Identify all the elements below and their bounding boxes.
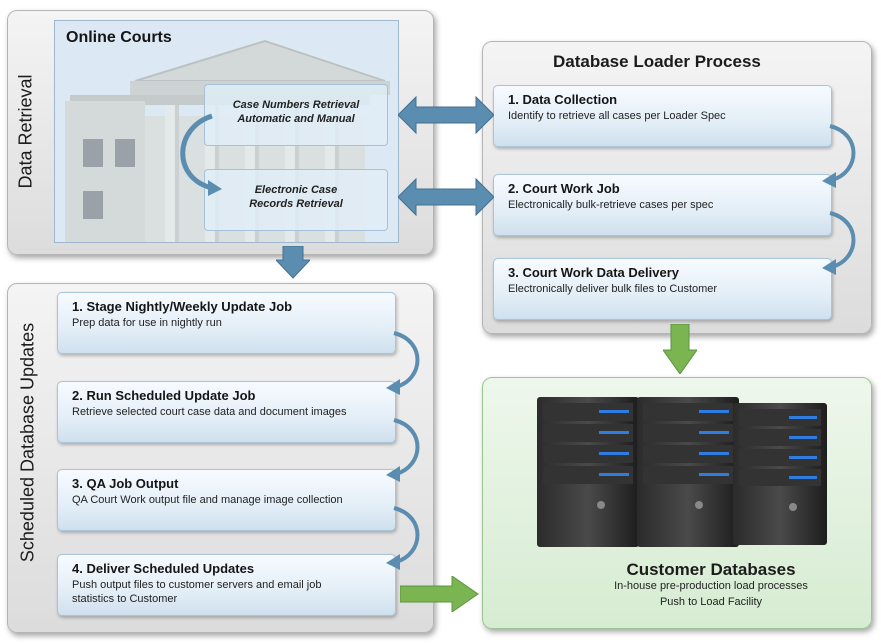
scheduled-curl-arrow-3 xyxy=(386,506,420,570)
loader-curl-arrow-1 xyxy=(822,124,856,188)
retrieval-curl-arrow xyxy=(180,113,222,196)
loader-step-title: 3. Court Work Data Delivery xyxy=(508,265,679,280)
scheduled-step-deliver: 4. Deliver Scheduled Updates Push output… xyxy=(57,554,396,616)
loader-step-title: 1. Data Collection xyxy=(508,92,618,107)
scheduled-step-title: 4. Deliver Scheduled Updates xyxy=(72,561,255,576)
scheduled-step-stage: 1. Stage Nightly/Weekly Update Job Prep … xyxy=(57,292,396,354)
scheduled-step-desc: Retrieve selected court case data and do… xyxy=(72,406,347,418)
scheduled-step-title: 1. Stage Nightly/Weekly Update Job xyxy=(72,299,293,314)
scheduled-curl-arrow-1 xyxy=(386,331,420,395)
down-arrow-to-customer xyxy=(663,324,697,374)
electronic-case-records-box: Electronic Case Records Retrieval xyxy=(204,169,388,231)
loader-step-data-delivery: 3. Court Work Data Delivery Electronical… xyxy=(493,258,832,320)
scheduled-step-desc: Prep data for use in nightly run xyxy=(72,317,222,329)
scheduled-step-run: 2. Run Scheduled Update Job Retrieve sel… xyxy=(57,381,396,443)
server-unit xyxy=(733,403,827,545)
scheduled-step-title: 3. QA Job Output xyxy=(72,476,179,491)
scheduled-curl-arrow-2 xyxy=(386,418,420,482)
online-courts-title: Online Courts xyxy=(66,29,172,46)
server-unit xyxy=(637,397,739,547)
loader-step-data-collection: 1. Data Collection Identify to retrieve … xyxy=(493,85,832,147)
customer-databases-line2: Push to Load Facility xyxy=(659,596,763,608)
customer-databases-title: Customer Databases xyxy=(626,560,796,579)
scheduled-step-desc: QA Court Work output file and manage ima… xyxy=(72,494,343,506)
case-numbers-line2: Automatic and Manual xyxy=(237,113,355,125)
database-loader-title: Database Loader Process xyxy=(553,52,761,71)
customer-databases-line1: In-house pre-production load processes xyxy=(614,580,808,592)
data-retrieval-label: Data Retrieval xyxy=(15,74,36,189)
scheduled-step-title: 2. Run Scheduled Update Job xyxy=(72,388,256,403)
loader-step-desc: Electronically bulk-retrieve cases per s… xyxy=(508,199,714,211)
scheduled-step-qa: 3. QA Job Output QA Court Work output fi… xyxy=(57,469,396,531)
scheduled-step-desc-line2: statistics to Customer xyxy=(72,593,178,605)
scheduled-step-desc-line1: Push output files to customer servers an… xyxy=(72,579,322,591)
down-arrow-to-scheduled xyxy=(276,246,310,279)
loader-step-court-work-job: 2. Court Work Job Electronically bulk-re… xyxy=(493,174,832,236)
case-numbers-retrieval-box: Case Numbers Retrieval Automatic and Man… xyxy=(204,84,388,146)
double-arrow-case-numbers xyxy=(398,95,494,135)
server-rack-illustration xyxy=(537,397,827,547)
right-arrow-to-customer xyxy=(400,576,479,612)
scheduled-updates-label: Scheduled Database Updates xyxy=(17,322,38,563)
server-unit xyxy=(537,397,639,547)
loader-curl-arrow-2 xyxy=(822,211,856,275)
case-numbers-line1: Case Numbers Retrieval xyxy=(232,99,360,111)
electronic-records-line1: Electronic Case xyxy=(254,184,338,196)
loader-step-desc: Identify to retrieve all cases per Loade… xyxy=(508,110,726,122)
loader-step-desc: Electronically deliver bulk files to Cus… xyxy=(508,283,718,295)
double-arrow-electronic-records xyxy=(398,177,494,217)
loader-step-title: 2. Court Work Job xyxy=(508,181,620,196)
electronic-records-line2: Records Retrieval xyxy=(249,198,343,210)
